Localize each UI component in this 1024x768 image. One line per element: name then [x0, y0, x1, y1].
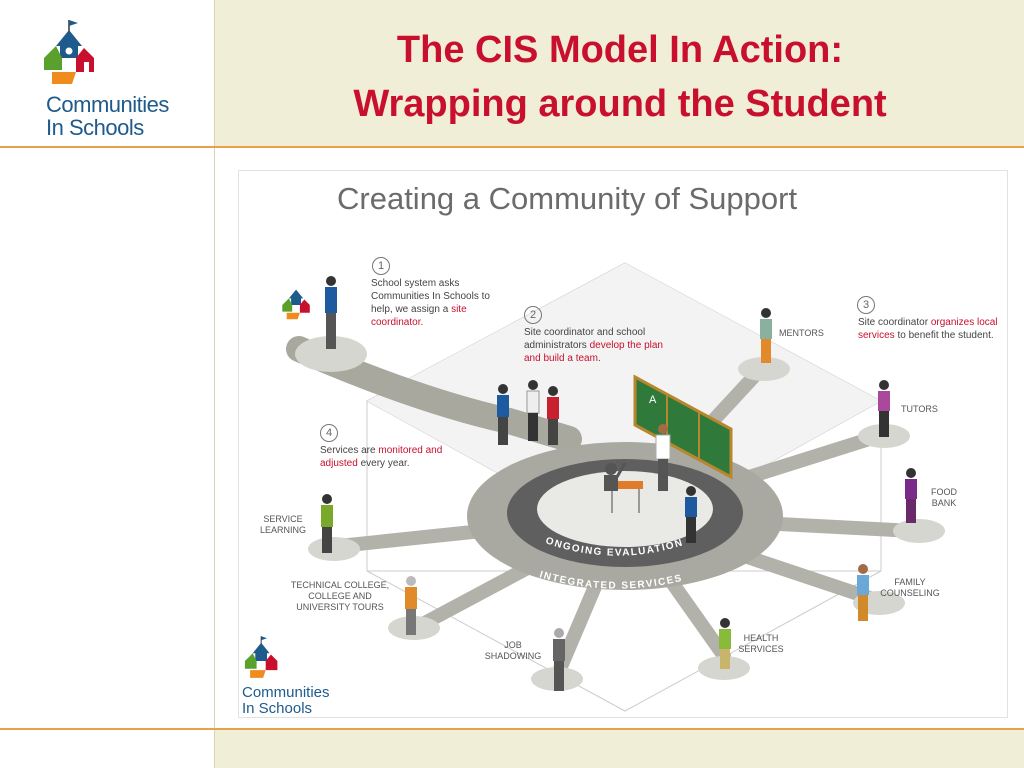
slide-title-line2: Wrapping around the Student: [353, 83, 887, 125]
step-2-text: Site coordinator and school administrato…: [524, 327, 663, 364]
diagram-panel: A: [238, 170, 1008, 718]
logo-text-line2: In Schools: [46, 115, 144, 140]
left-sidebar: [0, 0, 215, 768]
logo-text-line1: Communities: [46, 92, 169, 117]
student-head: [605, 463, 617, 475]
panel-logo-icon: [244, 636, 278, 678]
step-1-number: 1: [372, 257, 390, 275]
panel-logo-line1: Communities: [242, 684, 330, 701]
diagram-heading: Creating a Community of Support: [337, 181, 798, 216]
step-4-text: Services are monitored and adjusted ever…: [320, 445, 443, 469]
footer-rule: [0, 728, 1024, 730]
center-floor: [537, 471, 713, 547]
step-3-text: Site coordinator organizes local service…: [858, 317, 998, 341]
step-1-text: School system asks Communities In School…: [371, 278, 490, 328]
label-mentors: MENTORS: [779, 328, 824, 338]
step-3-number: 3: [857, 296, 875, 314]
small-logo-icon: [282, 289, 310, 320]
header-rule: [0, 146, 1024, 148]
community-diagram: A: [244, 262, 945, 712]
step-2-number: 2: [524, 306, 542, 324]
people-figures: [321, 276, 917, 691]
footer-band: [215, 729, 1024, 768]
panel-logo-line2: In Schools: [242, 700, 313, 717]
cis-logo-icon: [44, 20, 94, 84]
label-tutors: TUTORS: [901, 404, 938, 414]
iso-box-top: [367, 263, 881, 543]
step-4-number: 4: [320, 424, 338, 442]
board-letter: A: [649, 394, 657, 406]
title-band: [215, 0, 1024, 147]
student-desk: [609, 481, 643, 489]
service-discs: [295, 336, 945, 691]
slide-title-line1: The CIS Model In Action:: [396, 29, 844, 71]
